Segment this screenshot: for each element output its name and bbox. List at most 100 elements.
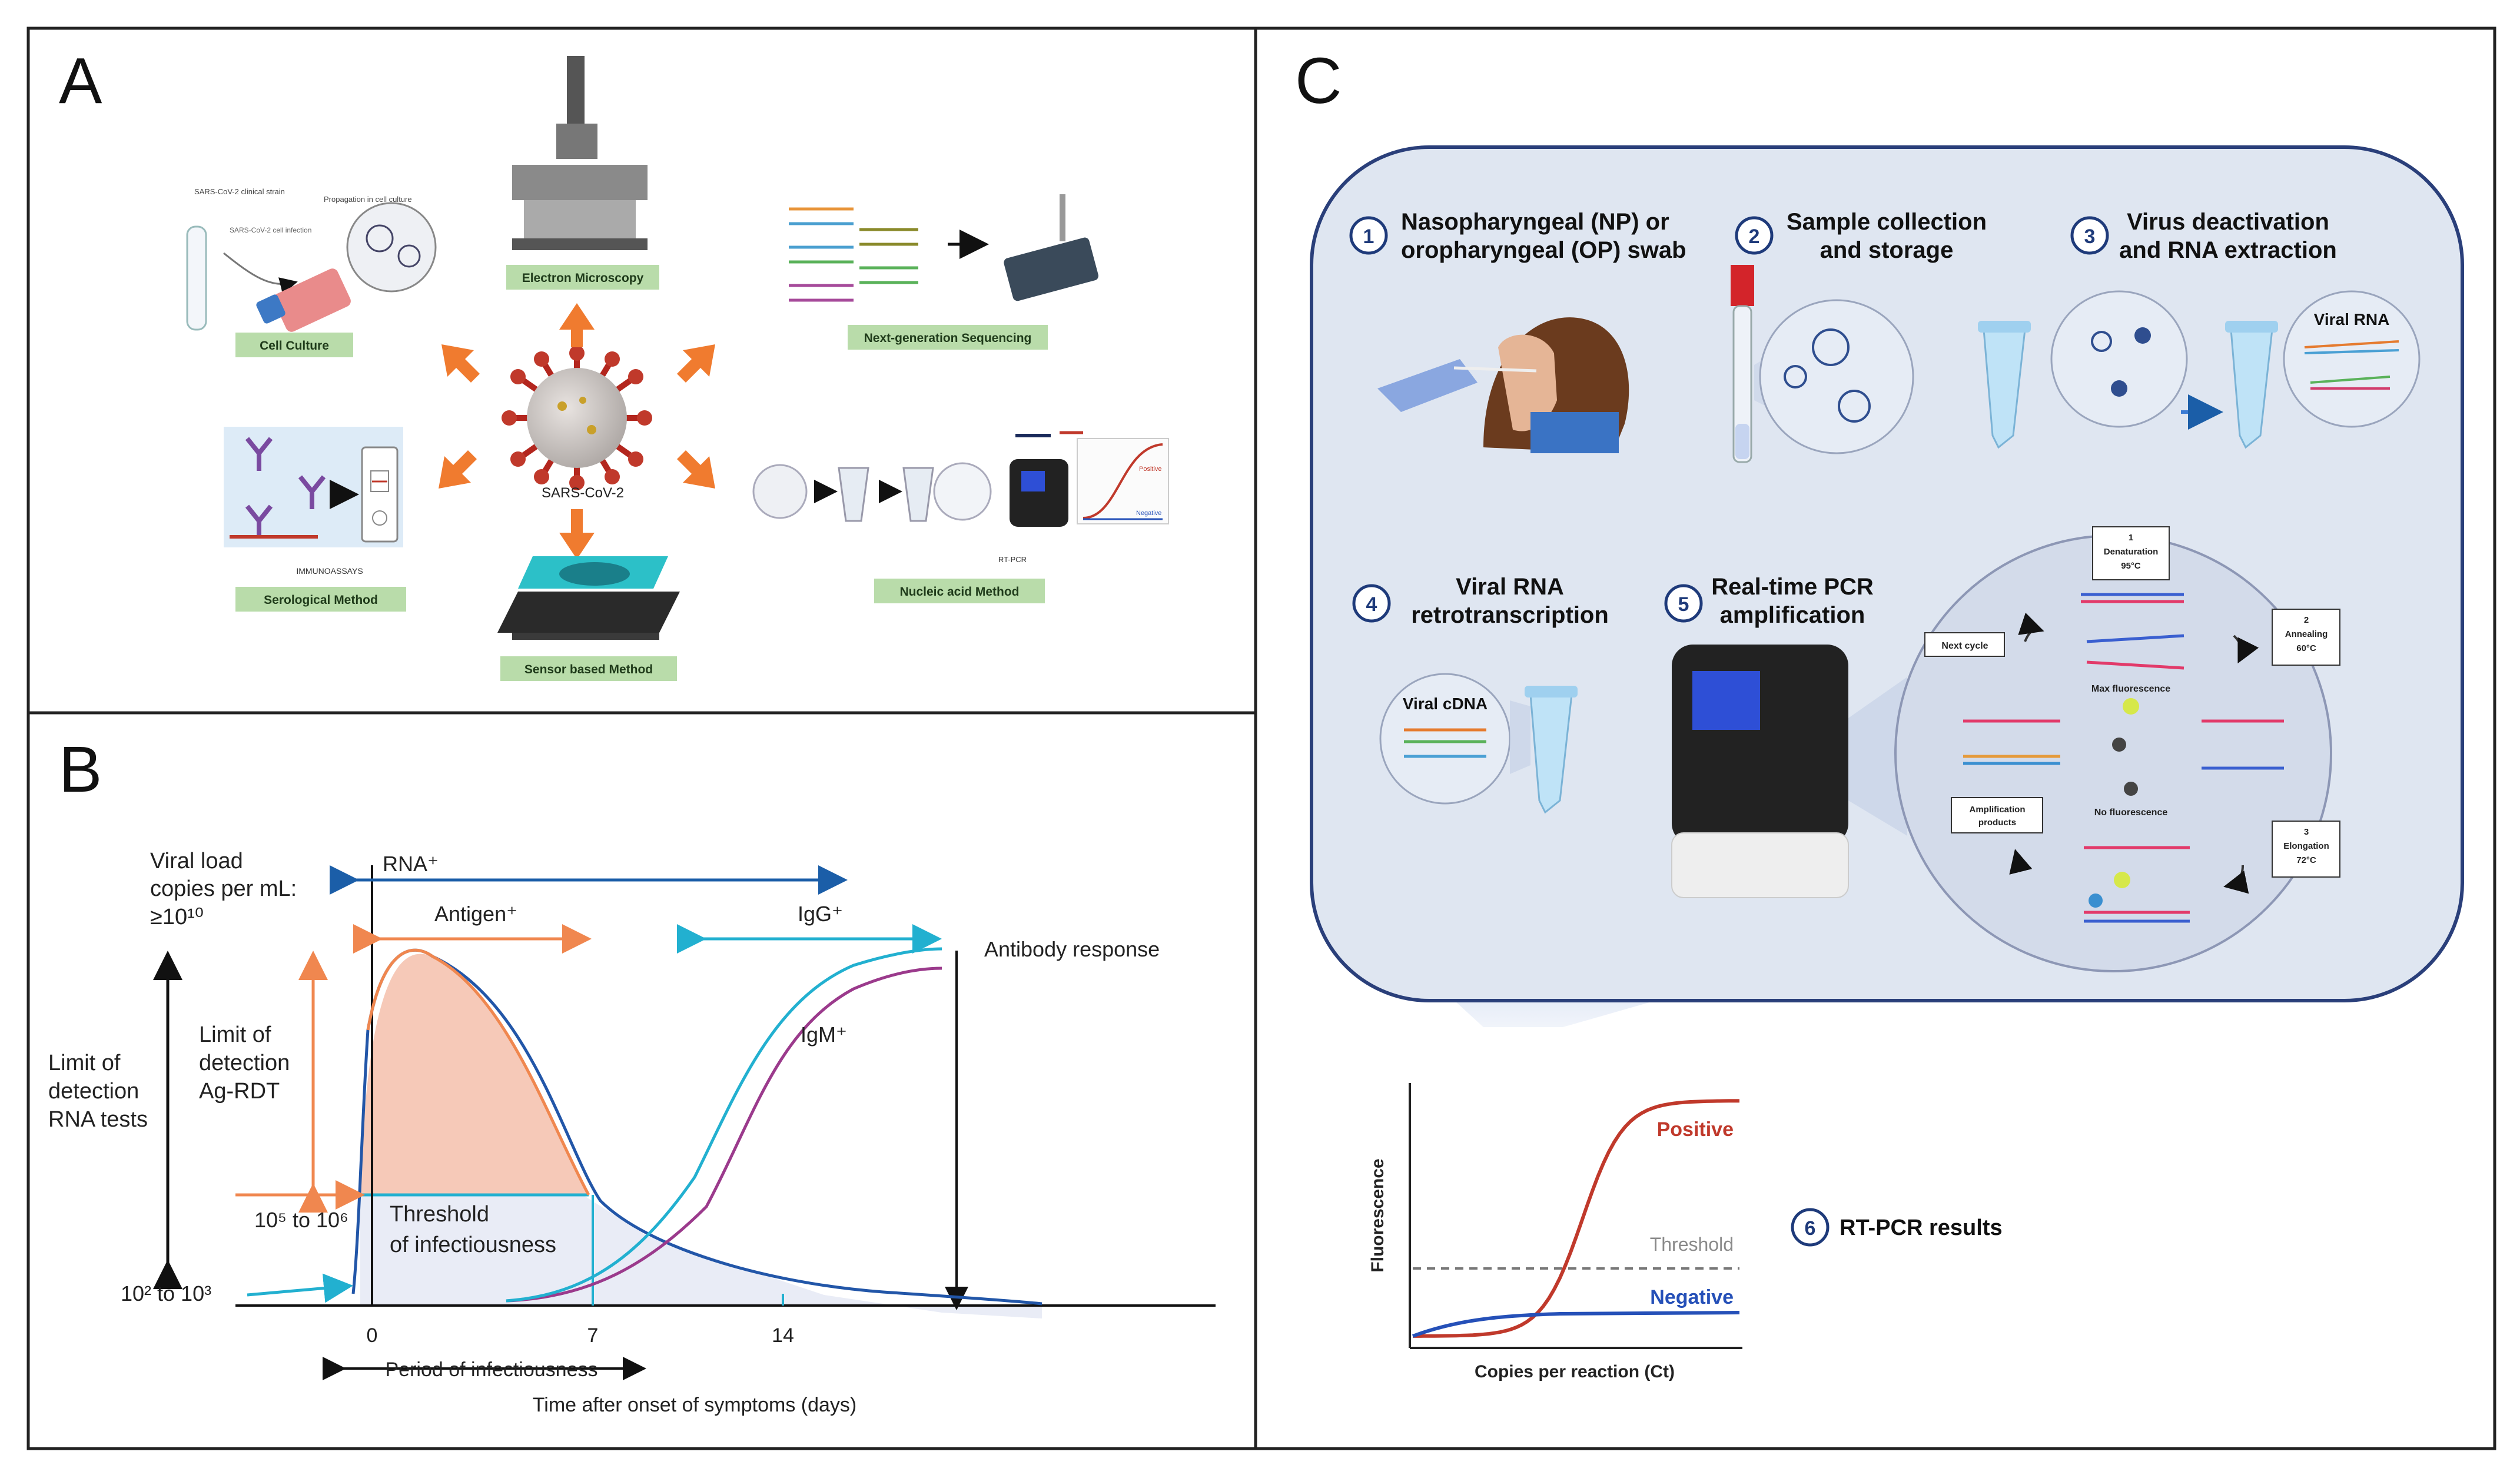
threshold-line-2: of infectiousness	[390, 1233, 556, 1257]
threshold-label: Threshold	[1650, 1234, 1734, 1255]
antigen-curve	[366, 948, 590, 1196]
step-1-number: 1	[1363, 225, 1374, 248]
nucleic-label-box	[874, 579, 1045, 603]
limit-rna-line-1: Limit of	[48, 1051, 121, 1075]
viral-load-curve	[351, 948, 1042, 1306]
ngs-label: Next-generation Sequencing	[864, 331, 1032, 345]
viral-load-line-2: copies per mL:	[150, 876, 297, 901]
elongation-label: Elongation	[2283, 841, 2329, 851]
cell-infection-label: SARS-CoV-2 cell infection	[230, 226, 311, 234]
step-1: 1 Nasopharyngeal (NP) or oropharyngeal (…	[1349, 209, 1686, 263]
sensor-label: Sensor based Method	[524, 663, 653, 676]
serological-label-box	[235, 587, 406, 612]
viral-load-line-1: Viral load	[150, 849, 243, 873]
tick-14: 14	[772, 1324, 794, 1347]
antigen-area	[360, 954, 589, 1195]
positive-curve	[1413, 1099, 1739, 1338]
panel-b-letter: B	[59, 733, 102, 806]
no-fluorescence-label: No fluorescence	[2094, 808, 2168, 818]
panel-c: 1 Nasopharyngeal (NP) or oropharyngeal (…	[1310, 145, 2464, 1383]
step-5-number: 5	[1678, 593, 1689, 616]
rna-level-arrow	[247, 1273, 353, 1303]
igg-curve	[506, 947, 942, 1303]
machine-screen	[1692, 671, 1760, 730]
nucleic-positive-label: Positive	[1139, 466, 1162, 473]
viral-load-line-3: ≥10¹⁰	[150, 905, 204, 929]
annealing-num: 2	[2304, 615, 2309, 625]
period-label: Period of infectiousness	[386, 1359, 598, 1381]
next-cycle-label: Next cycle	[1941, 641, 1988, 651]
serological-label: Serological Method	[264, 593, 378, 607]
amp-products-line-2: products	[1978, 818, 2016, 828]
threshold-line-1: Threshold	[390, 1202, 489, 1227]
tick-7: 7	[587, 1324, 599, 1347]
panel-b: Viral load copies per mL: ≥10¹⁰ Limit of…	[48, 849, 1216, 1416]
step-5: 5 Real-time PCR amplification	[1664, 574, 1874, 628]
igm-label: IgM⁺	[801, 1022, 847, 1047]
step-6-label: RT-PCR results	[1840, 1215, 2003, 1240]
result-x-label: Copies per reaction (Ct)	[1475, 1362, 1675, 1381]
annealing-label: Annealing	[2285, 629, 2328, 639]
result-chart: Positive Threshold Negative Fluorescence…	[1363, 1054, 1760, 1383]
cell-culture-illustration: SARS-CoV-2 clinical strain SARS-CoV-2 ce…	[186, 187, 437, 332]
denaturation-label: Denaturation	[2104, 547, 2159, 557]
step-2: 2 Sample collection and storage	[1735, 209, 1987, 263]
step-6: 6 RT-PCR results	[1791, 1208, 2003, 1247]
rna-label: RNA⁺	[383, 852, 439, 876]
step-4-line-1: Viral RNA	[1456, 574, 1564, 600]
antigen-label: Antigen⁺	[434, 902, 517, 926]
nucleic-negative-label: Negative	[1136, 510, 1161, 517]
elongation-temp: 72°C	[2296, 855, 2316, 865]
step-4: 4 Viral RNA retrotranscription	[1352, 574, 1609, 628]
result-y-label: Fluorescence	[1368, 1158, 1387, 1272]
step-4-number: 4	[1366, 593, 1377, 616]
electron-microscopy-label-box	[506, 265, 659, 290]
rna-extraction-illustration: Viral RNA	[1978, 290, 2421, 449]
sars-cov2-label: SARS-CoV-2	[542, 485, 624, 501]
propagation-label: Propagation in cell culture	[324, 195, 412, 204]
limit-ag-line-2: detection	[199, 1051, 290, 1075]
immunoassays-label: IMMUNOASSAYS	[296, 566, 363, 576]
ngs-label-box	[848, 325, 1048, 350]
max-fluorescence-label: Max fluorescence	[2091, 684, 2170, 694]
level-low-label: 10² to 10³	[121, 1281, 211, 1306]
igm-curve	[506, 966, 942, 1303]
step-3-number: 3	[2084, 225, 2096, 248]
igg-label: IgG⁺	[798, 902, 843, 926]
clinical-strain-label: SARS-CoV-2 clinical strain	[194, 187, 285, 196]
nucleic-label: Nucleic acid Method	[899, 585, 1019, 599]
cell-culture-label-box	[235, 333, 353, 357]
viral-rna-label: Viral RNA	[2314, 310, 2390, 328]
virus-center-icon	[502, 346, 652, 490]
step-5-line-1: Real-time PCR	[1711, 574, 1874, 600]
limit-ag-line-3: Ag-RDT	[199, 1079, 280, 1104]
limit-rna-line-3: RNA tests	[48, 1107, 148, 1132]
negative-label: Negative	[1650, 1286, 1734, 1308]
annealing-temp: 60°C	[2296, 643, 2316, 653]
positive-label: Positive	[1657, 1118, 1734, 1141]
step-6-number: 6	[1805, 1217, 1816, 1240]
cdna-illustration: Viral cDNA	[1379, 673, 1578, 814]
limit-ag-line-1: Limit of	[199, 1022, 271, 1047]
step-3: 3 Virus deactivation and RNA extraction	[2070, 209, 2337, 263]
step-1-line-1: Nasopharyngeal (NP) or	[1401, 209, 1669, 235]
step-1-line-2: oropharyngeal (OP) swab	[1401, 237, 1686, 263]
negative-curve	[1412, 1311, 1740, 1338]
nucleic-acid-illustration: Positive Negative	[752, 431, 1169, 527]
panel-b-frame	[26, 711, 1257, 1450]
panel-a-letter: A	[59, 45, 102, 117]
step-2-line-1: Sample collection	[1787, 209, 1987, 235]
panel-c-letter: C	[1295, 45, 1342, 117]
elongation-num: 3	[2304, 827, 2309, 837]
cell-culture-label: Cell Culture	[260, 339, 329, 353]
ngs-illustration	[789, 194, 1098, 302]
step-3-line-2: and RNA extraction	[2119, 237, 2337, 263]
antibody-label: Antibody response	[984, 937, 1160, 961]
step-4-line-2: retrotranscription	[1411, 602, 1609, 628]
electron-microscopy-label: Electron Microscopy	[522, 271, 644, 285]
step-3-line-1: Virus deactivation	[2127, 209, 2329, 235]
result-chart-bg	[1363, 1054, 1760, 1383]
pcr-machine-illustration	[1671, 645, 1907, 898]
sample-tube-illustration	[1731, 265, 1914, 463]
denaturation-temp: 95°C	[2121, 561, 2141, 571]
